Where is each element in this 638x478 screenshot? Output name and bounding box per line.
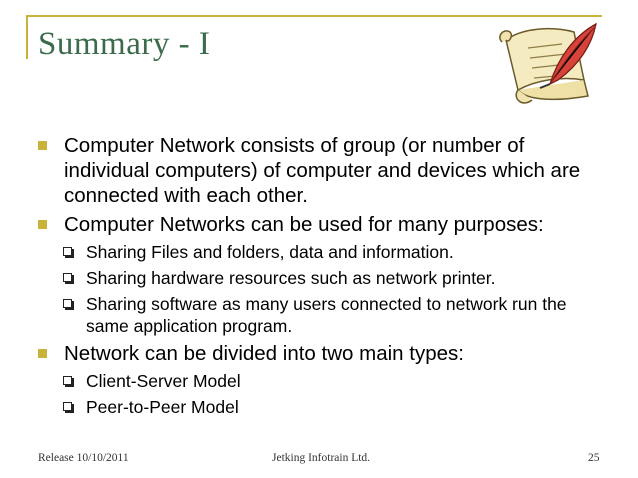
sub-bullet-text: Peer-to-Peer Model <box>86 397 239 417</box>
sub-bullet-text: Client-Server Model <box>86 371 241 391</box>
square-bullet-icon <box>38 349 47 358</box>
checkbox-bullet-icon <box>63 273 72 282</box>
sub-bullet-item: Sharing Files and folders, data and info… <box>38 241 608 263</box>
top-border-line <box>28 15 602 17</box>
checkbox-bullet-icon <box>63 376 72 385</box>
scroll-quill-icon <box>499 22 597 104</box>
checkbox-bullet-icon <box>63 299 72 308</box>
bullet-item: Computer Network consists of group (or n… <box>38 133 608 208</box>
square-bullet-icon <box>38 220 47 229</box>
footer-release-date: Release 10/10/2011 <box>38 452 129 464</box>
sub-bullet-item: Sharing software as many users connected… <box>38 293 608 337</box>
footer-page-number: 25 <box>588 452 600 464</box>
sub-bullet-text: Sharing hardware resources such as netwo… <box>86 268 496 288</box>
square-bullet-icon <box>38 141 47 150</box>
sub-bullet-item: Sharing hardware resources such as netwo… <box>38 267 608 289</box>
checkbox-bullet-icon <box>63 402 72 411</box>
sub-bullet-item: Client-Server Model <box>38 370 608 392</box>
checkbox-bullet-icon <box>63 247 72 256</box>
sub-bullet-item: Peer-to-Peer Model <box>38 396 608 418</box>
bullet-text: Computer Network consists of group (or n… <box>64 134 581 207</box>
left-border-line <box>26 15 28 59</box>
bullet-text: Computer Networks can be used for many p… <box>64 213 544 236</box>
bullet-text: Network can be divided into two main typ… <box>64 342 464 365</box>
sub-bullet-text: Sharing Files and folders, data and info… <box>86 242 454 262</box>
footer-company: Jetking Infotrain Ltd. <box>272 452 371 464</box>
bullet-item: Network can be divided into two main typ… <box>38 341 608 366</box>
bullet-item: Computer Networks can be used for many p… <box>38 212 608 237</box>
slide-content: Computer Network consists of group (or n… <box>38 133 608 422</box>
sub-bullet-text: Sharing software as many users connected… <box>86 294 567 336</box>
slide-title: Summary - I <box>38 26 211 62</box>
